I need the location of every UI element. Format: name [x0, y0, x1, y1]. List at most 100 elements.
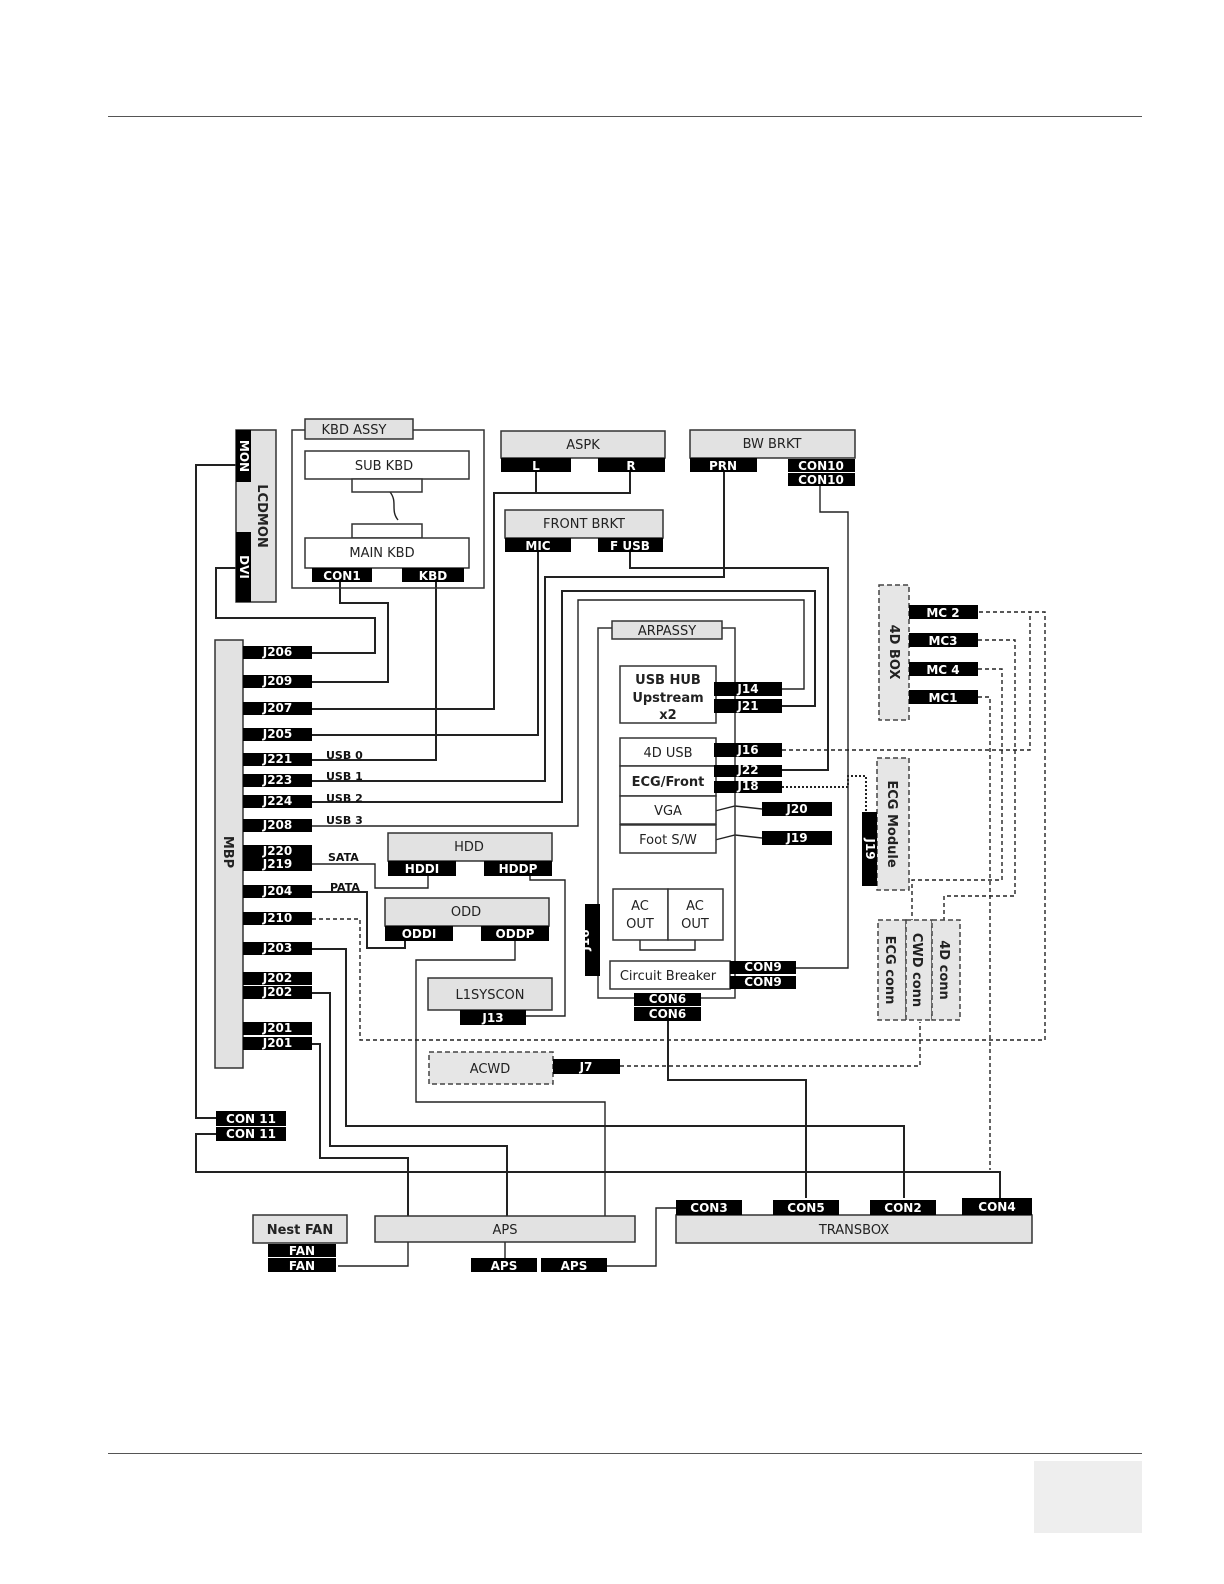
j202b-connector-label: J202	[262, 985, 293, 999]
con6a-connector	[634, 993, 701, 1006]
con11-connector-a-label: CON 11	[226, 1112, 276, 1126]
kbd-assy-label: KBD ASSY	[322, 423, 387, 438]
mc3-connector	[909, 633, 978, 647]
oddi-connector-label: ODDI	[402, 927, 437, 941]
j204-connector-label: J204	[262, 884, 293, 898]
j21-connector-label: J21	[736, 699, 758, 713]
cwd-conn-label: CWD conn	[909, 933, 924, 1007]
aspk-label: ASPK	[566, 438, 600, 453]
con9b-connector	[730, 976, 796, 989]
j16-connector	[714, 743, 782, 757]
acwd-label: ACWD	[470, 1062, 511, 1077]
j209-connector	[243, 675, 312, 688]
con4-connector	[962, 1198, 1032, 1215]
l1syscon-label: L1SYSCON	[456, 988, 525, 1003]
j7-connector-label: J7	[579, 1060, 593, 1074]
j205-connector	[243, 728, 312, 741]
j19b-connector-label: J19	[863, 837, 877, 859]
header-rule	[108, 116, 1142, 117]
kbd-connector	[402, 568, 464, 582]
mic-connector-label: MIC	[525, 539, 550, 553]
mc2-connector	[909, 605, 978, 619]
hddp-connector-label: HDDP	[499, 862, 538, 876]
j223-connector-label: J223	[262, 773, 293, 787]
oddp-connector	[481, 926, 549, 941]
footer-rule	[108, 1453, 1142, 1454]
aspk-block: ASPK L R	[500, 430, 666, 473]
mon-connector	[236, 430, 251, 482]
con9b-connector-label: CON9	[744, 975, 781, 989]
con11-connector-a	[216, 1111, 286, 1126]
bw-brkt-block: BW BRKT PRN CON10 CON10	[689, 429, 856, 487]
j21-connector	[714, 699, 782, 713]
f-usb-connector-label: F USB	[610, 539, 650, 553]
mon-connector-label: MON	[237, 440, 251, 472]
mc1-connector	[909, 690, 978, 704]
j7-connector	[553, 1059, 620, 1074]
odd-label: ODD	[451, 905, 481, 920]
usb-hub-label-3: x2	[659, 708, 676, 723]
pata-wire-label: PATA	[330, 881, 360, 894]
dvi-connector-label: DVI	[237, 555, 251, 579]
hdd-block: HDD HDDI HDDP	[387, 832, 553, 876]
lcdmon-block: LCDMON MON DVI	[235, 429, 277, 603]
j20-connector-label: J20	[785, 802, 807, 816]
con6a-connector-label: CON6	[649, 992, 686, 1006]
j219-connector-label: J219	[262, 857, 293, 871]
hddi-connector-label: HDDI	[405, 862, 439, 876]
vga-label: VGA	[654, 804, 682, 819]
j18-connector-label: J18	[736, 779, 758, 793]
con9a-connector	[730, 961, 796, 974]
main-kbd-label: MAIN KBD	[349, 546, 414, 561]
j22-connector	[714, 765, 782, 777]
j210-connector	[243, 912, 312, 925]
dvi-connector	[236, 532, 251, 602]
mic-connector	[505, 538, 571, 552]
j201a-connector-label: J201	[262, 1021, 293, 1035]
prn-connector-label: PRN	[709, 459, 737, 473]
ecg-module-label: ECG Module	[884, 780, 899, 868]
j19-connector-label: J19	[785, 831, 807, 845]
mc1-connector-label: MC1	[928, 691, 957, 705]
con6b-connector-label: CON6	[649, 1007, 686, 1021]
wiring	[195, 464, 1046, 1267]
box-4d-label: 4D BOX	[886, 625, 901, 680]
hddp-connector	[484, 861, 552, 876]
transbox-block: TRANSBOX CON3 CON5 CON2 CON4	[675, 1198, 1033, 1244]
oddi-connector	[385, 926, 453, 941]
con10-connector-a-label: CON10	[798, 459, 844, 473]
r-connector	[598, 458, 665, 472]
j16b-connector-label: J16	[578, 929, 592, 951]
j204-connector	[243, 885, 312, 898]
j18-connector	[714, 781, 782, 793]
mc2-connector-label: MC 2	[926, 606, 959, 620]
con5-connector	[773, 1200, 839, 1215]
fan-connector-a-label: FAN	[289, 1244, 315, 1258]
ac-out-2-label-1: AC	[686, 899, 704, 914]
fan-connector-b	[268, 1258, 336, 1272]
j203-connector-label: J203	[262, 941, 293, 955]
usb-hub-label-1: USB HUB	[635, 673, 701, 688]
j223-connector	[243, 774, 312, 787]
j206-connector-label: J206	[262, 645, 293, 659]
ac-out-2-label-2: OUT	[681, 917, 709, 932]
front-conn-blocks: ECG conn CWD conn 4D conn	[877, 919, 961, 1021]
circuit-breaker-label: Circuit Breaker	[620, 969, 717, 984]
con10-connector-a	[788, 459, 855, 472]
con1-connector-label: CON1	[323, 569, 360, 583]
l-connector	[501, 458, 571, 472]
r-connector-label: R	[626, 459, 635, 473]
fan-connector-b-label: FAN	[289, 1259, 315, 1273]
con11-connector-b-label: CON 11	[226, 1127, 276, 1141]
hddi-connector	[388, 861, 456, 876]
conn-4d-label: 4D conn	[936, 940, 951, 1000]
con2-connector	[870, 1200, 936, 1215]
sub-kbd-label: SUB KBD	[355, 459, 413, 474]
ac-out-1-label-2: OUT	[626, 917, 654, 932]
con10-connector-b-label: CON10	[798, 473, 844, 487]
bw-brkt-label: BW BRKT	[743, 437, 802, 452]
usb-hub-label-2: Upstream	[632, 691, 703, 706]
usb3-wire-label: USB 3	[326, 814, 363, 827]
j202b-connector	[243, 986, 312, 999]
